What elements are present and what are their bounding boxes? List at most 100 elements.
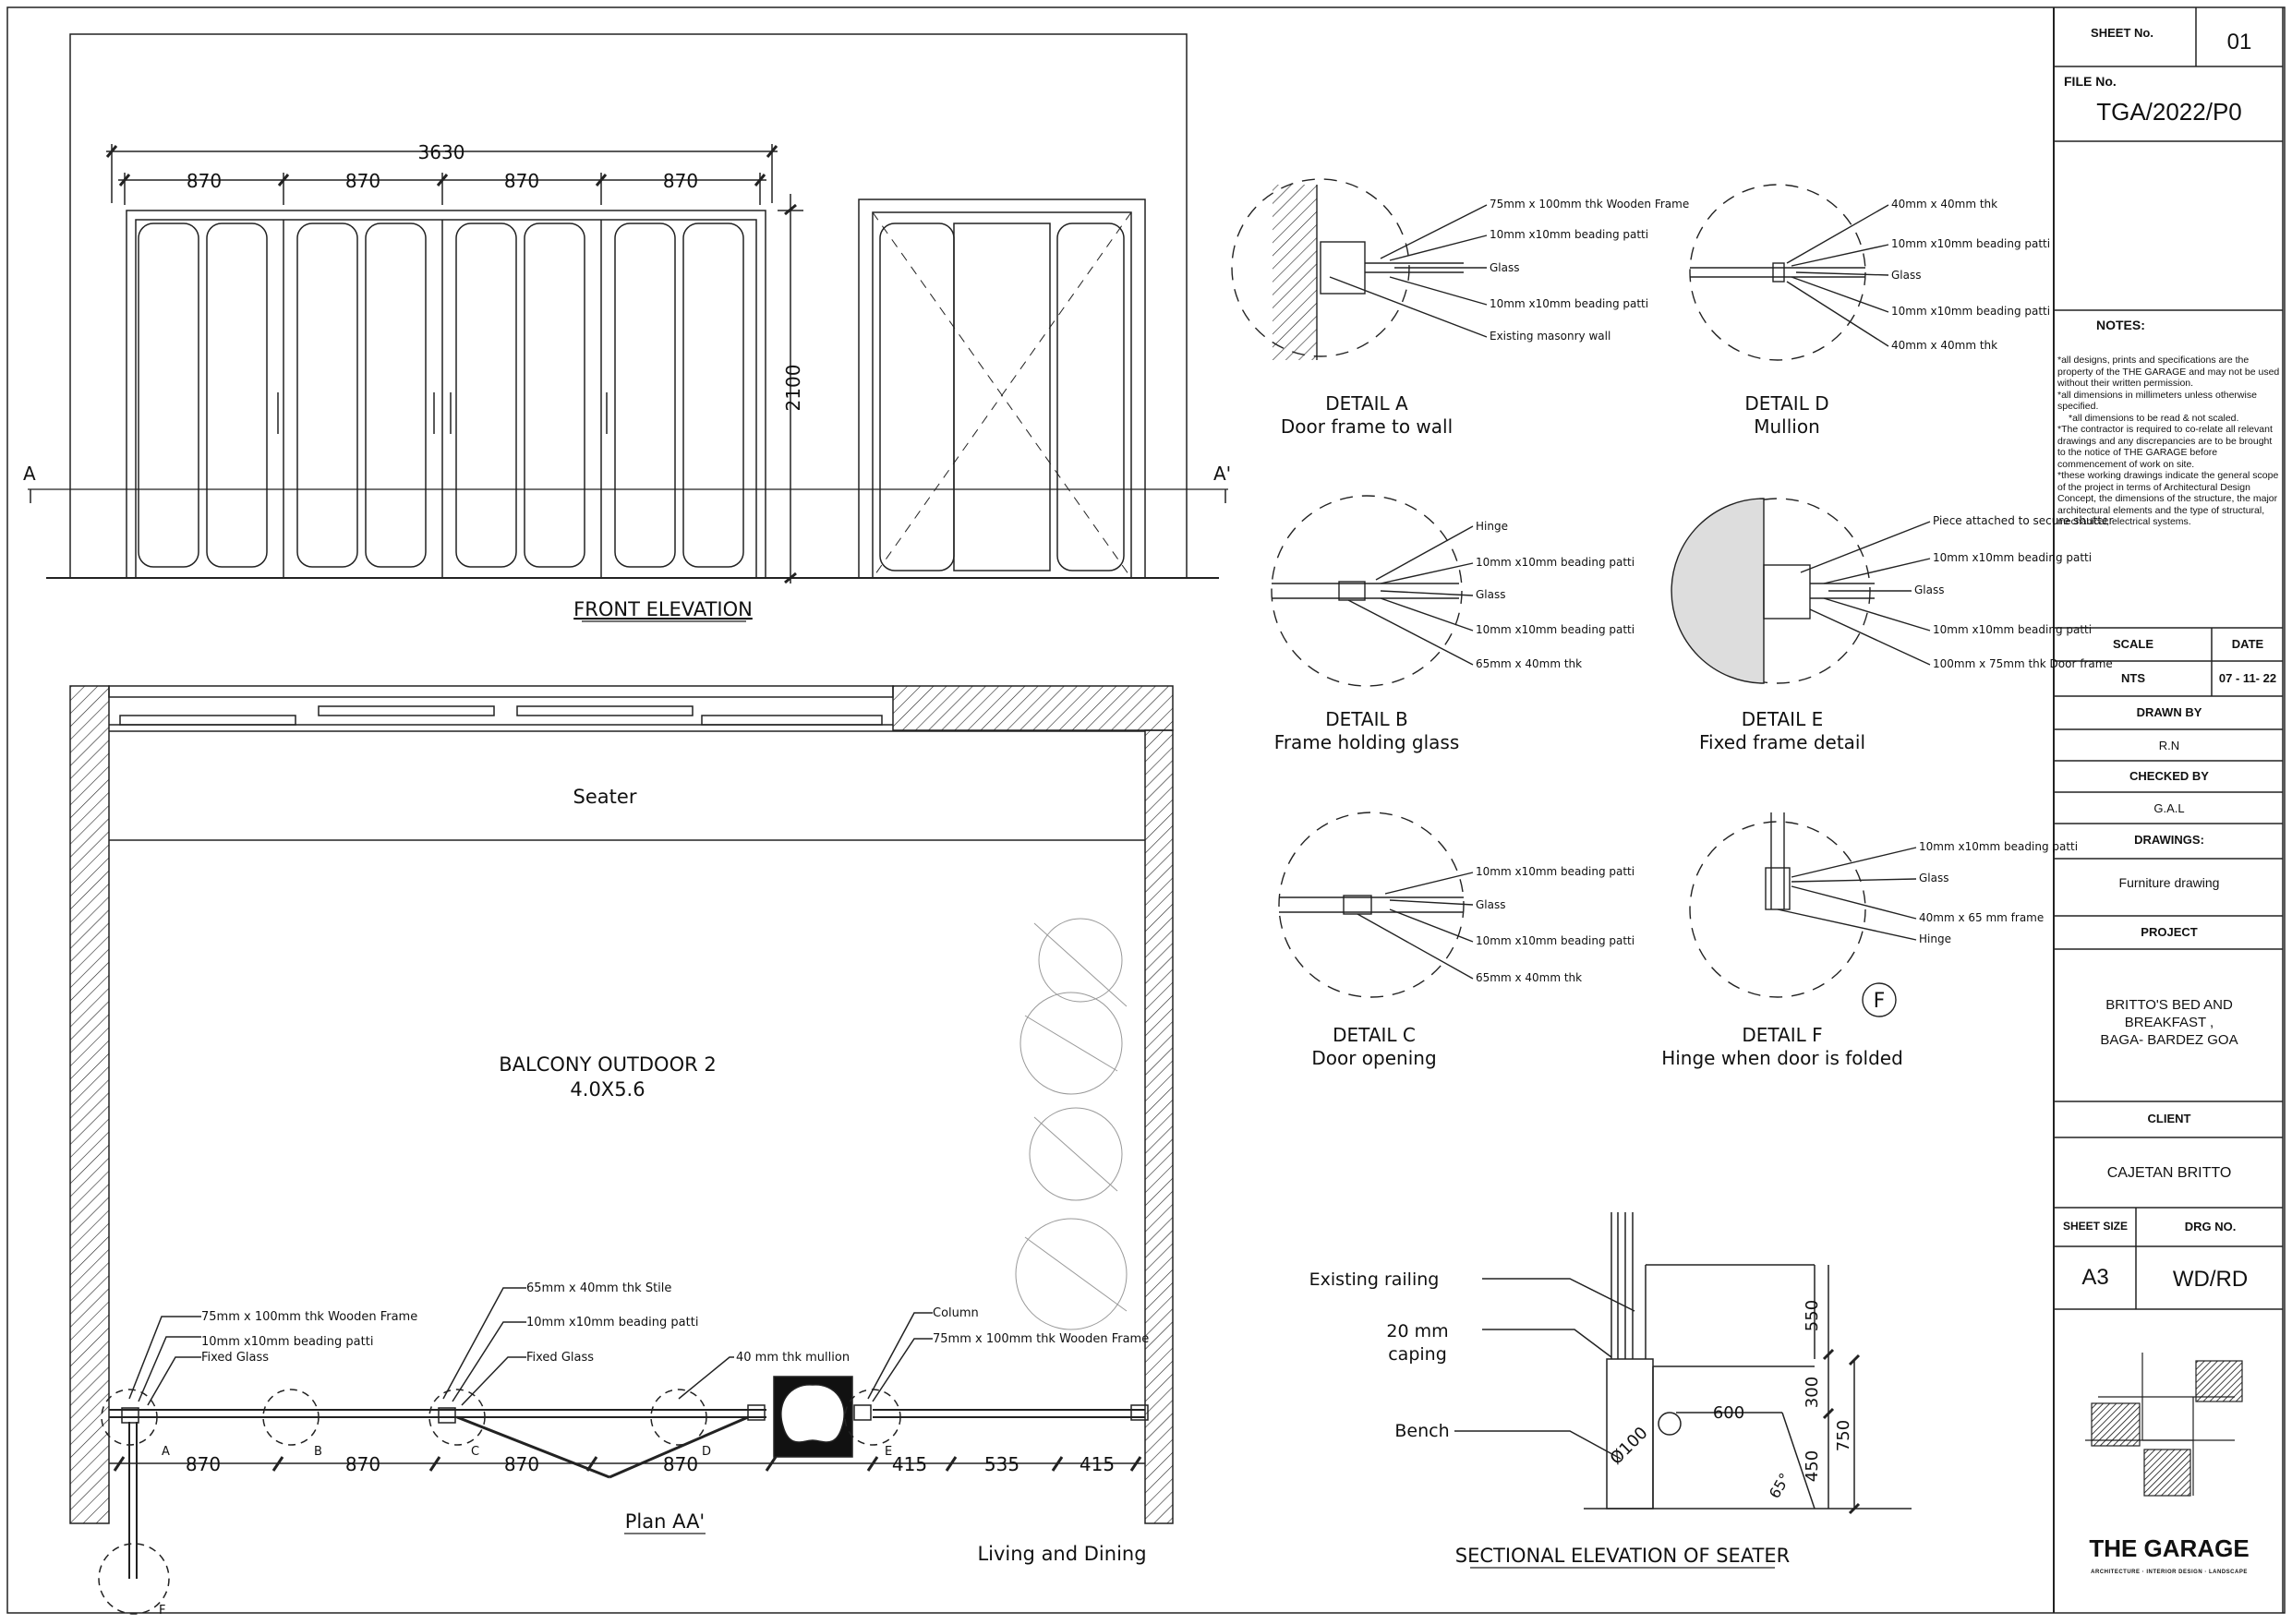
front-elevation-title: FRONT ELEVATION: [573, 598, 753, 620]
firm-logo: [2085, 1353, 2243, 1497]
detail-note: 10mm x10mm beading patti: [1476, 865, 1635, 878]
plan-detail-mark: E: [885, 1445, 892, 1459]
seater-label: 20 mm: [1386, 1321, 1448, 1341]
seater-section-title: SECTIONAL ELEVATION OF SEATER: [1455, 1545, 1791, 1567]
detail-circles: [1231, 178, 1931, 1017]
plan-room-name: BALCONY OUTDOOR 2: [499, 1053, 716, 1076]
checked-by-value: G.A.L: [2153, 801, 2185, 815]
detail-note: Existing masonry wall: [1490, 330, 1610, 343]
plan-view: [69, 685, 1174, 1615]
plan-room-size: 4.0X5.6: [570, 1078, 645, 1101]
plan-detail-mark: C: [471, 1445, 479, 1459]
plan-dim: 870: [663, 1453, 698, 1475]
detail-subtitle: Fixed frame detail: [1699, 731, 1865, 753]
seater-dim: 300: [1803, 1377, 1822, 1408]
detail-note: 75mm x 100mm thk Wooden Frame: [1490, 198, 1689, 211]
detail-note: 10mm x10mm beading patti: [1490, 297, 1648, 310]
drawings-value: Furniture drawing: [2118, 875, 2220, 890]
elevation-panel-width: 870: [187, 170, 222, 192]
detail-note: Glass: [1891, 269, 1922, 282]
plan-callout: 40 mm thk mullion: [736, 1351, 850, 1365]
detail-note: 10mm x10mm beading patti: [1891, 305, 2050, 318]
plan-detail-mark: A: [162, 1445, 170, 1459]
plan-callout: 75mm x 100mm thk Wooden Frame: [201, 1310, 417, 1324]
detail-note: Hinge: [1919, 932, 1951, 945]
drawn-by-value: R.N: [2158, 739, 2180, 752]
plan-seater-label: Seater: [573, 786, 637, 808]
drg-no-label: DRG NO.: [2184, 1220, 2237, 1233]
detail-subtitle: Mullion: [1754, 415, 1820, 438]
detail-note: 100mm x 75mm thk Door frame: [1933, 657, 2113, 670]
detail-note: 65mm x 40mm thk: [1476, 971, 1582, 984]
plan-dim: 415: [1080, 1453, 1115, 1475]
detail-subtitle: Hinge when door is folded: [1661, 1047, 1903, 1069]
project-line: BAGA- BARDEZ GOA: [2100, 1032, 2238, 1048]
plan-dim: 535: [984, 1453, 1019, 1475]
seater-dim: 750: [1834, 1420, 1853, 1451]
date-label: DATE: [2231, 637, 2264, 651]
detail-mark: F: [1874, 990, 1886, 1013]
note-item: *all dimensions to be read & not scaled.: [2069, 412, 2239, 424]
detail-subtitle: Door frame to wall: [1281, 415, 1453, 438]
scale-value: NTS: [2121, 671, 2145, 685]
firm-name: THE GARAGE: [2089, 1534, 2250, 1562]
plan-callout: 65mm x 40mm thk Stile: [526, 1281, 671, 1295]
detail-title: DETAIL E: [1742, 708, 1823, 730]
sheet-size-label: SHEET SIZE: [2062, 1220, 2128, 1233]
plan-callout: 75mm x 100mm thk Wooden Frame: [933, 1332, 1149, 1346]
plan-dim: 870: [345, 1453, 380, 1475]
plan-detail-mark: F: [159, 1604, 165, 1618]
drg-no-value: WD/RD: [2172, 1267, 2249, 1292]
detail-title: DETAIL F: [1742, 1024, 1822, 1046]
notes-list: *all designs, prints and specifications …: [2057, 355, 2281, 528]
seater-label: Bench: [1394, 1421, 1449, 1441]
detail-note: 65mm x 40mm thk: [1476, 657, 1582, 670]
plan-detail-mark: B: [314, 1445, 322, 1459]
project-label: PROJECT: [2141, 925, 2198, 939]
seater-label: Existing railing: [1309, 1269, 1440, 1290]
seater-dim: 550: [1803, 1300, 1822, 1331]
detail-note: 40mm x 65 mm frame: [1919, 911, 2044, 924]
plan-dim: 870: [186, 1453, 221, 1475]
detail-note: Glass: [1490, 261, 1520, 274]
front-elevation: [28, 33, 1228, 584]
elevation-panel-width: 870: [663, 170, 698, 192]
plan-dim: 415: [892, 1453, 927, 1475]
detail-subtitle: Door opening: [1311, 1047, 1436, 1069]
plan-detail-mark: D: [702, 1445, 711, 1459]
firm-tagline: ARCHITECTURE · INTERIOR DESIGN · LANDSCA…: [2091, 1570, 2248, 1575]
note-item: *all designs, prints and specifications …: [2057, 355, 2280, 389]
detail-note: 40mm x 40mm thk: [1891, 339, 1997, 352]
detail-note: 10mm x10mm beading patti: [1476, 623, 1635, 636]
file-no-label: FILE No.: [2064, 74, 2117, 89]
note-item: *The contractor is required to co-relate…: [2057, 424, 2273, 470]
plan-title: Plan AA': [625, 1510, 705, 1533]
detail-note: Glass: [1919, 872, 1949, 884]
detail-note: 10mm x10mm beading patti: [1476, 556, 1635, 569]
detail-note: Glass: [1476, 898, 1506, 911]
detail-subtitle: Frame holding glass: [1274, 731, 1459, 753]
note-item: *these working drawings indicate the gen…: [2057, 470, 2279, 527]
plan-dim: 870: [504, 1453, 539, 1475]
date-value: 07 - 11- 22: [2218, 671, 2277, 685]
seater-dim: Ø100: [1607, 1424, 1652, 1469]
file-no-value: TGA/2022/P0: [2096, 98, 2242, 126]
detail-note: Glass: [1476, 588, 1506, 601]
detail-note: 10mm x10mm beading patti: [1919, 840, 2078, 853]
detail-title: DETAIL C: [1333, 1024, 1416, 1046]
drawn-by-label: DRAWN BY: [2136, 705, 2202, 719]
section-mark-a: A: [23, 463, 36, 485]
plan-callout: Fixed Glass: [526, 1351, 594, 1365]
detail-note: 10mm x10mm beading patti: [1933, 551, 2092, 564]
seater-dim: 450: [1803, 1450, 1822, 1482]
checked-by-label: CHECKED BY: [2129, 769, 2209, 783]
project-line: BRITTO'S BED AND: [2105, 997, 2233, 1013]
sheet-no-value: 01: [2226, 30, 2252, 54]
sheet-no-label: SHEET No.: [2091, 26, 2153, 40]
plan-adjacent-room: Living and Dining: [977, 1543, 1146, 1565]
detail-note: 10mm x10mm beading patti: [1490, 228, 1648, 241]
detail-note: 10mm x10mm beading patti: [1933, 623, 2092, 636]
detail-note: Piece attached to secure shutter: [1933, 514, 2113, 527]
